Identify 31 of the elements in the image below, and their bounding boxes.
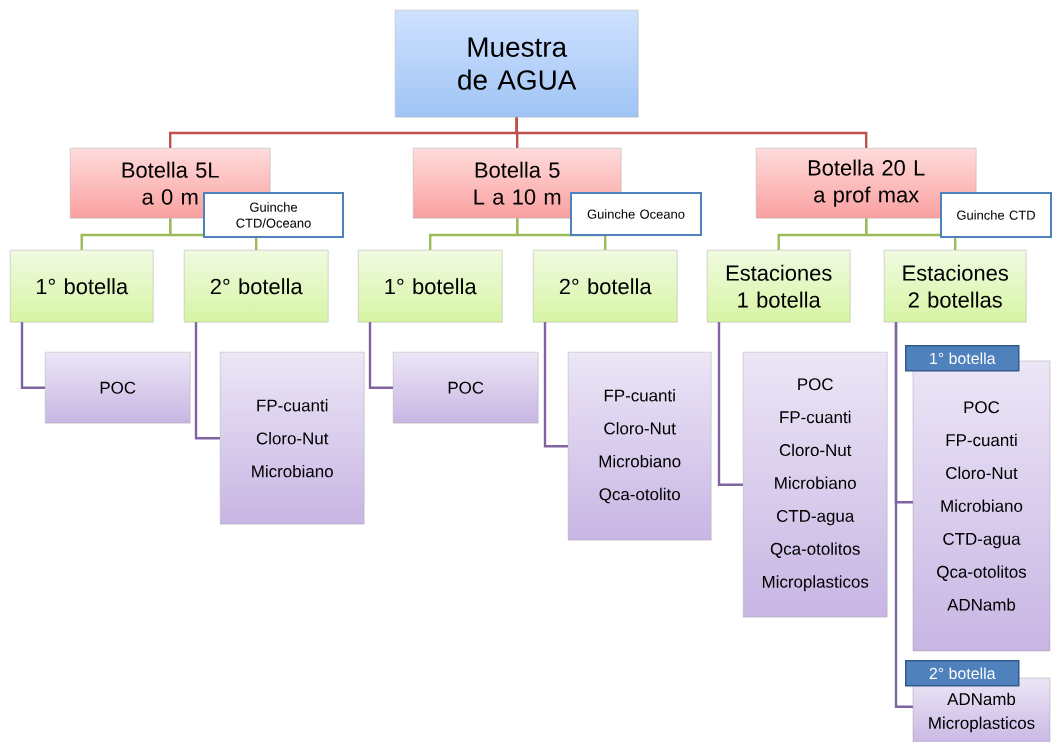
node-label: Microbiano	[941, 499, 1023, 512]
bottle-box: 1° botella	[358, 250, 503, 323]
sample-list-box: POC FP-cuanti Cloro-Nut Microbiano CTD-agua Qca-otolitos Microplasticos	[743, 352, 888, 618]
node-label: CTD-agua	[943, 532, 1021, 549]
note-box: Guinche Oceano	[570, 192, 702, 236]
connector-line	[543, 322, 568, 448]
node-label: Qca-otolitos	[937, 565, 1027, 581]
bottle-box: 2° botella	[533, 250, 678, 323]
connector-line	[194, 322, 220, 440]
note-box: Guinche CTD/Oceano	[203, 192, 344, 238]
connector-line	[894, 322, 913, 708]
node-label: Cloro-Nut	[946, 466, 1018, 480]
connector-line	[368, 322, 393, 389]
node-label: POC	[964, 401, 1000, 414]
bottle-box: 1° botella	[10, 250, 154, 323]
connector-line	[515, 117, 868, 148]
bottle-box: 2° botella	[184, 250, 329, 323]
bottle-box: Estaciones 2 botellas	[884, 250, 1027, 323]
connector-line	[864, 218, 957, 250]
sample-list-box: POC	[45, 352, 191, 424]
connector-line	[20, 322, 45, 389]
connector-line	[717, 322, 743, 486]
node-label: FP-cuanti	[946, 433, 1017, 447]
sample-list-box: FP-cuanti Cloro-Nut Microbiano	[220, 352, 365, 525]
tab-label: 2° botella	[905, 660, 1020, 687]
note-box: Guinche CTD	[940, 192, 1052, 238]
node-label: ADNamb	[947, 598, 1016, 611]
sample-list-box: POC	[393, 352, 539, 424]
sample-list-box: FP-cuanti Cloro-Nut Microbiano Qca-otolito	[568, 352, 712, 541]
bottle-box: Estaciones 1 botella	[707, 250, 851, 323]
central-box: Muestra de AGUA	[395, 10, 639, 118]
